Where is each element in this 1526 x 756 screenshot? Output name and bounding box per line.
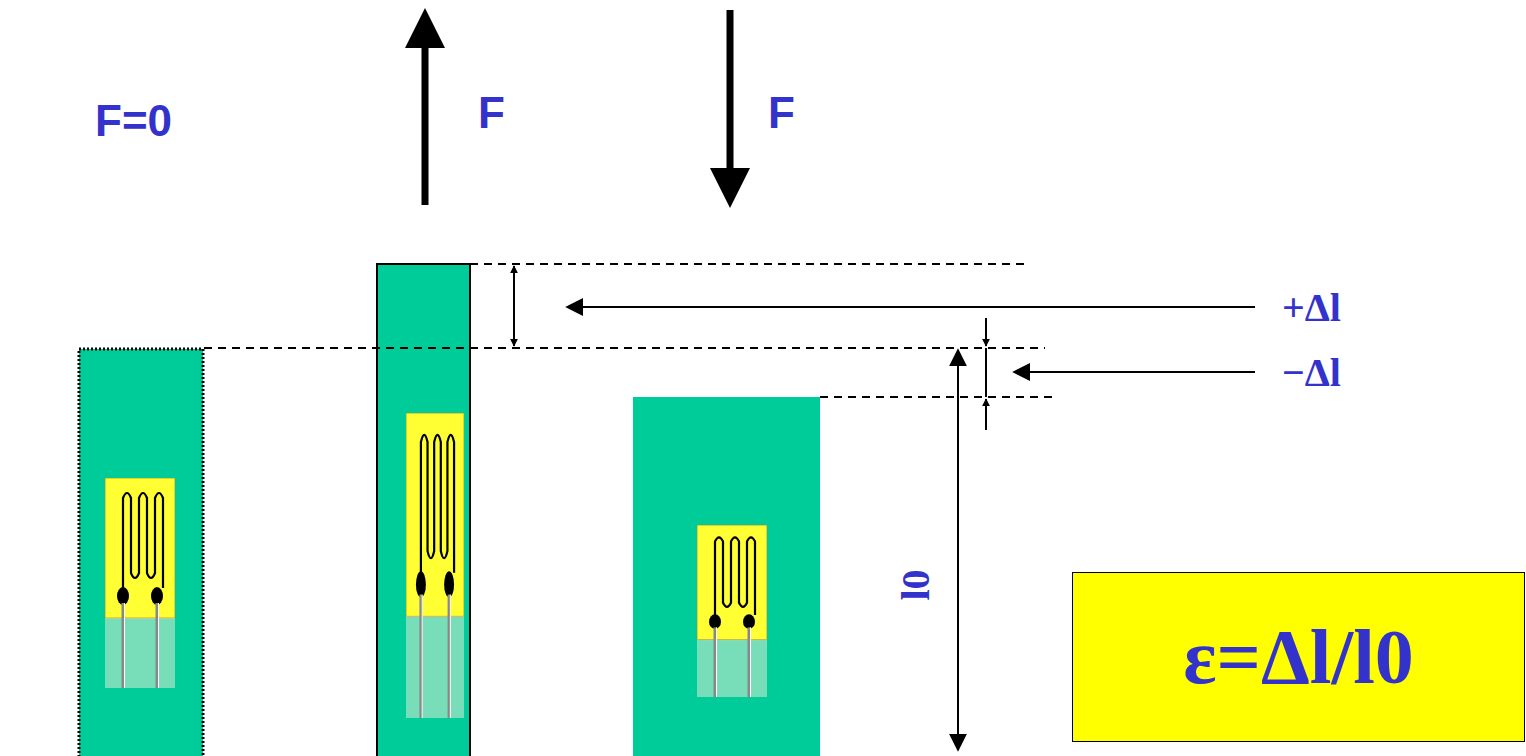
elongation-label: +Δl [1282,288,1341,328]
formula-box: ε=Δl/l0 [1072,572,1525,742]
force-label: F [478,91,505,135]
force-label: F [768,91,795,135]
formula-text: ε=Δl/l0 [1183,618,1414,696]
load-label: F=0 [95,99,172,143]
length-label: l0 [896,569,936,600]
shortening-label: −Δl [1282,353,1341,393]
